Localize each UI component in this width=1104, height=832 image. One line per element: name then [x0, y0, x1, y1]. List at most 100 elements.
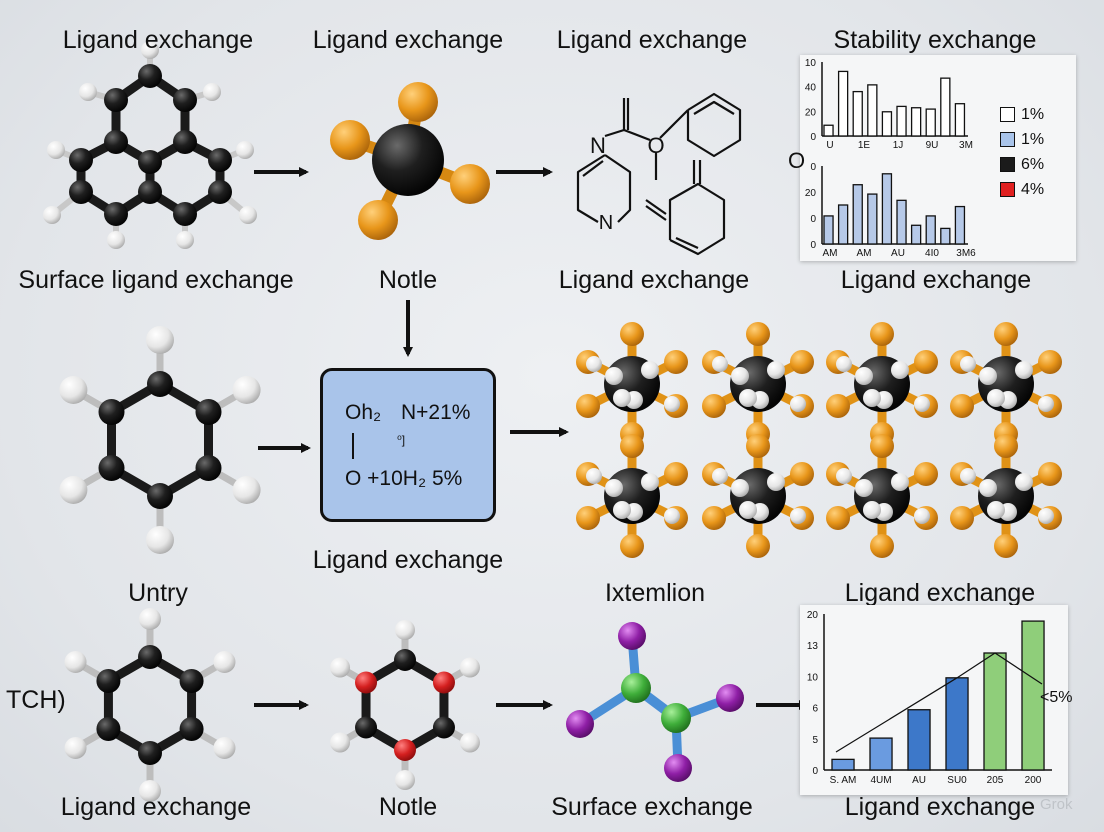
- hydrogen-atom: [1038, 508, 1054, 524]
- hydrogen-atom: [1015, 473, 1033, 491]
- skeletal-bond: [675, 236, 699, 250]
- y-tick-label: 0: [810, 240, 816, 251]
- y-tick-label: 0: [810, 132, 816, 143]
- legend-swatch: [1000, 132, 1015, 147]
- hydrogen-atom: [987, 501, 1005, 519]
- legend-item: 1%: [1000, 106, 1044, 124]
- legend-label: 6%: [1021, 156, 1045, 173]
- hydrogen-atom: [236, 141, 254, 159]
- x-tick-label: AM: [823, 248, 838, 259]
- bar: [896, 199, 907, 245]
- gold-atom: [914, 462, 938, 486]
- hydrogen-atom: [605, 367, 623, 385]
- bar: [823, 124, 834, 137]
- bar: [940, 227, 951, 245]
- carbon-atom: [195, 455, 222, 481]
- carbon-atom: [208, 148, 232, 172]
- hydrogen-atom: [767, 473, 785, 491]
- carbon-atom: [432, 716, 455, 739]
- carbon-atom: [69, 148, 93, 172]
- chart-side-label: O: [788, 148, 806, 173]
- oxygen-atom: [355, 671, 378, 694]
- legend-label: 1%: [1021, 131, 1045, 148]
- bar: [954, 205, 966, 245]
- carbon-atom: [138, 645, 162, 669]
- benzene-ring: [686, 92, 742, 158]
- gold-atom: [1038, 350, 1062, 374]
- hydrogen-atom: [664, 508, 680, 524]
- bar: [940, 77, 951, 137]
- label-r3-a-top: Untry: [128, 579, 188, 607]
- oxygen-atom: [432, 671, 455, 694]
- x-tick-label: 3M: [959, 140, 973, 151]
- hydrogen-atom: [64, 651, 87, 673]
- chart-annotation: <5%: [1040, 689, 1073, 706]
- gold-atom: [702, 394, 726, 418]
- hydrogen-atom: [232, 476, 261, 504]
- carbon-atom: [104, 202, 128, 226]
- hydrogen-atom: [1015, 361, 1033, 379]
- y-tick-label: 0: [810, 214, 816, 225]
- hydrogen-atom: [767, 361, 785, 379]
- carbon-atom: [355, 716, 378, 739]
- gold-atom: [576, 506, 600, 530]
- hydrogen-atom: [855, 479, 873, 497]
- hydrogen-atom: [239, 206, 257, 224]
- carbon-atom: [195, 399, 222, 425]
- carbon-atom: [147, 483, 173, 509]
- hydrogen-atom: [641, 361, 659, 379]
- carbon-atom: [69, 180, 93, 204]
- bar: [837, 70, 849, 137]
- bar: [910, 107, 922, 137]
- purple-atom: [716, 684, 744, 712]
- hydrogen-atom: [586, 468, 602, 484]
- box-line1-right: N+21%: [401, 401, 471, 424]
- legend-swatch: [1000, 182, 1015, 197]
- carbon-atom: [96, 717, 121, 741]
- gold-atom: [870, 322, 894, 346]
- hydrogen-atom: [739, 389, 757, 407]
- hydrogen-atom: [863, 501, 881, 519]
- watermark: Grok: [1040, 796, 1073, 813]
- green-atom: [621, 673, 651, 703]
- hydrogen-atom: [330, 732, 351, 753]
- label-r1-c-top: Ligand exchange: [556, 26, 748, 54]
- label-r1-a-top: Ligand exchange: [62, 26, 254, 54]
- x-tick-label: 205: [987, 775, 1004, 786]
- x-tick-label: SU0: [947, 775, 967, 786]
- label-r3-d-top: Ligand exchange: [844, 579, 1036, 607]
- x-tick-label: AU: [891, 248, 905, 259]
- label-r1-a-bottom: Surface ligand exchange: [18, 266, 294, 294]
- x-tick-label: 4I0: [925, 248, 939, 259]
- gold-atom: [746, 322, 770, 346]
- gold-atom: [950, 506, 974, 530]
- bar: [954, 103, 966, 137]
- hydrogen-atom: [146, 526, 174, 554]
- carbon-atom: [138, 741, 162, 765]
- bar: [896, 105, 907, 137]
- legend-swatch: [1000, 157, 1015, 172]
- hydrogen-atom: [586, 356, 602, 372]
- y-tick-label: 20: [805, 107, 817, 118]
- legend-item: 1%: [1000, 131, 1044, 149]
- reaction-formula-box: Oh₂ N+21% ⁰] O +10H₂ 5%: [320, 368, 496, 522]
- y-tick-label: 0: [810, 162, 816, 173]
- purple-atom: [664, 754, 692, 782]
- carbon-atom: [147, 371, 173, 397]
- bar: [945, 677, 969, 771]
- hydrogen-atom: [176, 231, 194, 249]
- hydrogen-atom: [891, 473, 909, 491]
- label-box-bottom: Ligand exchange: [312, 546, 504, 574]
- hydrogen-atom: [213, 737, 236, 759]
- hydrogen-atom: [79, 83, 97, 101]
- gold-atom: [1038, 462, 1062, 486]
- gold-atom: [826, 394, 850, 418]
- x-tick-label: AM: [857, 248, 872, 259]
- skeletal-bond: [582, 160, 604, 177]
- nitrogen-ring-label: N: [598, 212, 614, 234]
- hydrogen-atom: [107, 231, 125, 249]
- y-tick-label: 6: [812, 704, 818, 715]
- hydrogen-atom: [1038, 396, 1054, 412]
- hydrogen-atom: [712, 356, 728, 372]
